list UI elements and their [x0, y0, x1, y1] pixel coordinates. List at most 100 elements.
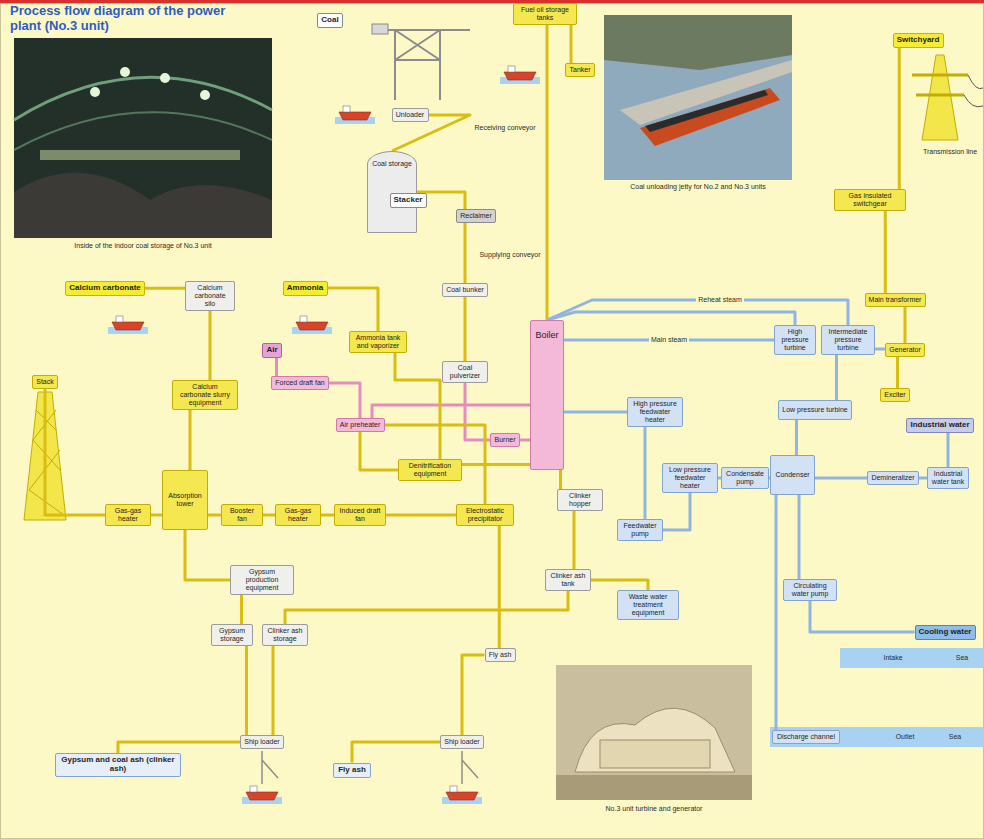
caption-text: Intake — [881, 654, 904, 662]
node-label: Condenser — [775, 471, 809, 479]
node-label: Discharge channel — [777, 733, 835, 741]
node-label: Gypsum production equipment — [234, 568, 290, 591]
node-label: Gas insulated switchgear — [838, 192, 902, 207]
ship-icon — [108, 316, 148, 334]
photo-stacker — [40, 150, 240, 160]
equipment-box: Forced draft fan — [271, 376, 329, 390]
equipment-box: Coal storageStackerReclaimer — [367, 151, 417, 233]
caption-text: Sea — [954, 654, 970, 662]
flow-line — [464, 297, 467, 361]
flow-line — [884, 211, 887, 293]
flow-line — [208, 514, 221, 517]
node-label: Boiler — [535, 331, 558, 341]
ship-icon — [442, 786, 482, 804]
equipment-box: Condensate pump — [721, 467, 769, 489]
node-label: Forced draft fan — [275, 379, 324, 387]
node-label: Waste water treatment equipment — [621, 593, 675, 616]
photo-light — [160, 73, 170, 83]
node-label: Industrial water — [910, 421, 969, 430]
photo-ship-deck — [645, 90, 768, 132]
flow-label: Main steam — [649, 336, 689, 344]
node-label: Gas-gas heater — [279, 507, 317, 522]
ship-hull — [112, 322, 144, 330]
photo-light — [120, 67, 130, 77]
equipment-box: Unloader — [392, 108, 429, 122]
node-label: High pressure turbine — [778, 328, 812, 351]
photo-floor — [556, 775, 752, 800]
equipment-box: Industrial water — [906, 418, 974, 433]
node-label: Absorption tower — [166, 492, 204, 507]
node-label: Stacker — [394, 196, 423, 205]
flow-line — [547, 312, 795, 325]
equipment-box: Cooling water — [915, 625, 976, 640]
flow-line — [395, 353, 440, 459]
flow-line — [498, 526, 501, 648]
flow-line — [151, 514, 162, 517]
equipment-box: Ammonia tank and vaporizer — [349, 331, 407, 353]
node-label: Fly ash — [338, 766, 366, 775]
photo-dome — [14, 112, 272, 150]
equipment-box: Coal pulverizer — [442, 361, 488, 383]
equipment-box: Switchyard — [893, 33, 944, 48]
flow-line — [520, 439, 530, 442]
photo-frame — [556, 665, 752, 800]
node-label: Intermediate pressure turbine — [825, 328, 871, 351]
photo-land — [604, 15, 792, 70]
caption-text: Coal unloading jetty for No.2 and No.3 u… — [628, 183, 767, 191]
ship-cabin — [250, 786, 257, 792]
equipment-box: Gypsum and coal ash (clinker ash) — [55, 753, 181, 777]
equipment-box: Demineralizer — [867, 471, 919, 485]
node-label: Industrial water tank — [931, 470, 965, 485]
node-label: Induced draft fan — [338, 507, 382, 522]
node-label: Air preheater — [340, 421, 380, 429]
ship-hull — [446, 792, 478, 800]
flow-line — [564, 411, 627, 414]
node-label: Burner — [494, 436, 515, 444]
ship-cabin — [300, 316, 307, 322]
photo-dome — [14, 77, 272, 120]
ship-icon — [292, 316, 332, 334]
node-label: Calcium carbonate slurry equipment — [176, 383, 234, 406]
unloader-crane — [372, 30, 470, 100]
equipment-box: Clinker ash storage — [262, 624, 308, 646]
equipment-box: Intermediate pressure turbine — [821, 325, 875, 355]
node-label: Electrostatic precipitator — [460, 507, 510, 522]
photo-frame — [604, 15, 792, 180]
flow-line — [272, 646, 275, 735]
node-label: Unloader — [396, 111, 424, 119]
flow-line — [360, 432, 398, 470]
flow-line — [245, 646, 248, 735]
flow-line — [798, 495, 801, 579]
equipment-box: Main transformer — [865, 293, 926, 307]
equipment-box: Air preheater — [336, 418, 385, 432]
photo-generator — [600, 740, 710, 768]
node-label: Reclaimer — [460, 212, 492, 220]
inner-box: Stacker — [390, 193, 427, 208]
node-label: Switchyard — [897, 36, 940, 45]
node-label: Ship loader — [444, 738, 479, 746]
node-label: Main transformer — [869, 296, 922, 304]
equipment-box: Fly ash — [333, 763, 371, 778]
node-label: Ship loader — [244, 738, 279, 746]
caption-text: Inside of the indoor coal storage of No.… — [72, 242, 213, 250]
equipment-box: Tanker — [565, 63, 595, 77]
flow-line — [185, 530, 230, 580]
equipment-box: Discharge channel — [772, 730, 840, 744]
equipment-box: Calcium carbonate slurry equipment — [172, 380, 238, 410]
flow-line — [285, 591, 568, 624]
ship-icon — [500, 66, 540, 84]
flow-line — [462, 655, 485, 735]
equipment-box: Gas-gas heater — [275, 504, 321, 526]
ship-cabin — [508, 66, 515, 72]
flow-line — [145, 287, 185, 290]
flow-line — [385, 425, 486, 504]
equipment-box: Gas-gas heater — [105, 504, 151, 526]
equipment-box: Fly ash — [485, 648, 516, 662]
node-label: Calcium carbonate — [69, 284, 141, 293]
equipment-box: Stack — [32, 375, 58, 389]
flow-line — [321, 514, 334, 517]
ship-icon — [335, 106, 375, 124]
flow-line — [118, 742, 240, 753]
node-label: Feedwater pump — [621, 522, 659, 537]
flow-line — [919, 477, 927, 480]
